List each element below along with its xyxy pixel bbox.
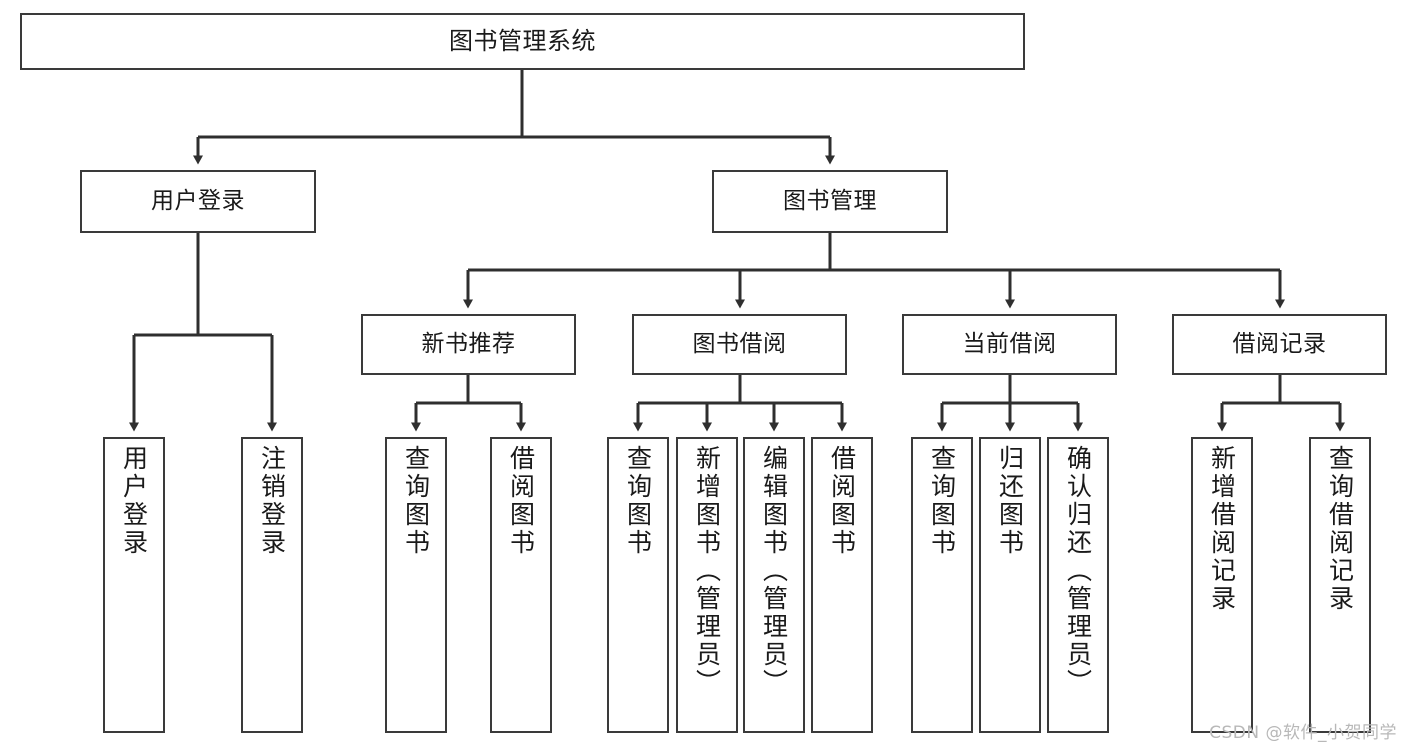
- node-current-borrow-label: 当前借阅: [962, 330, 1057, 357]
- node-book-management[interactable]: 图书管理: [712, 170, 948, 233]
- node-new-book-recommend[interactable]: 新书推荐: [361, 314, 576, 375]
- leaf-label: 借阅图书: [506, 445, 536, 557]
- node-root[interactable]: 图书管理系统: [20, 13, 1025, 70]
- leaf-borrow-record-query[interactable]: 查询借阅记录: [1309, 437, 1371, 733]
- leaf-label: 用户登录: [119, 445, 149, 557]
- leaf-label: 查询图书: [623, 445, 653, 557]
- leaf-label: 新增图书（管理员）: [692, 445, 722, 697]
- leaf-current-borrow-return[interactable]: 归还图书: [979, 437, 1041, 733]
- leaf-label: 确认归还（管理员）: [1063, 445, 1093, 697]
- node-root-label: 图书管理系统: [449, 27, 596, 56]
- leaf-current-borrow-confirm[interactable]: 确认归还（管理员）: [1047, 437, 1109, 733]
- leaf-borrow-record-add[interactable]: 新增借阅记录: [1191, 437, 1253, 733]
- node-book-management-label: 图书管理: [783, 187, 877, 214]
- node-book-borrow[interactable]: 图书借阅: [632, 314, 847, 375]
- leaf-book-borrow-query[interactable]: 查询图书: [607, 437, 669, 733]
- node-user-login-label: 用户登录: [151, 187, 245, 214]
- leaf-label: 查询借阅记录: [1325, 445, 1355, 613]
- leaf-book-borrow-edit[interactable]: 编辑图书（管理员）: [743, 437, 805, 733]
- watermark: CSDN @软件_小贺同学: [1209, 723, 1397, 743]
- leaf-book-borrow-add[interactable]: 新增图书（管理员）: [676, 437, 738, 733]
- leaf-label: 归还图书: [995, 445, 1025, 557]
- leaf-label: 新增借阅记录: [1207, 445, 1237, 613]
- leaf-new-book-query[interactable]: 查询图书: [385, 437, 447, 733]
- node-new-book-recommend-label: 新书推荐: [421, 330, 516, 357]
- node-book-borrow-label: 图书借阅: [692, 330, 787, 357]
- leaf-user-login-login[interactable]: 用户登录: [103, 437, 165, 733]
- leaf-label: 查询图书: [927, 445, 957, 557]
- leaf-book-borrow-borrow[interactable]: 借阅图书: [811, 437, 873, 733]
- leaf-label: 注销登录: [257, 445, 287, 557]
- leaf-new-book-borrow[interactable]: 借阅图书: [490, 437, 552, 733]
- node-borrow-record[interactable]: 借阅记录: [1172, 314, 1387, 375]
- node-current-borrow[interactable]: 当前借阅: [902, 314, 1117, 375]
- leaf-label: 查询图书: [401, 445, 431, 557]
- leaf-current-borrow-query[interactable]: 查询图书: [911, 437, 973, 733]
- node-borrow-record-label: 借阅记录: [1232, 330, 1327, 357]
- leaf-label: 借阅图书: [827, 445, 857, 557]
- leaf-user-login-logout[interactable]: 注销登录: [241, 437, 303, 733]
- leaf-label: 编辑图书（管理员）: [759, 445, 789, 697]
- node-user-login[interactable]: 用户登录: [80, 170, 316, 233]
